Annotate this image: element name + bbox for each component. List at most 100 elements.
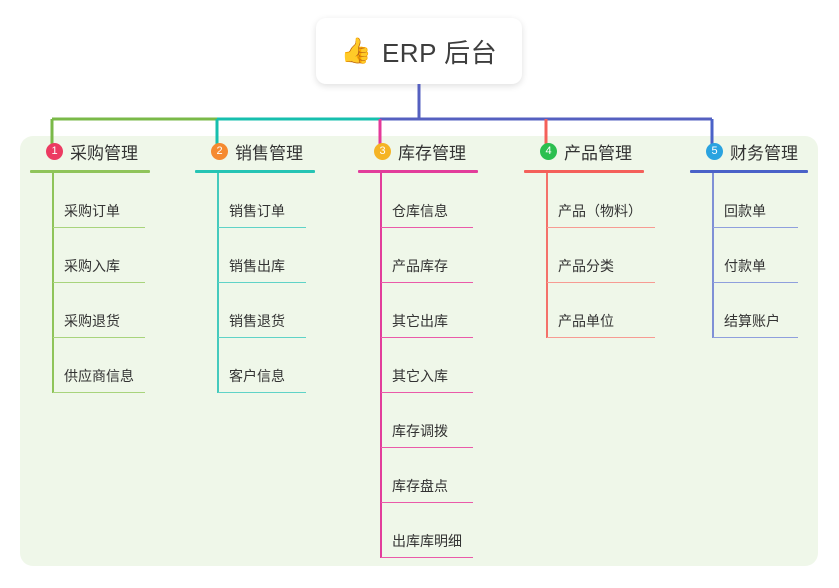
leaf-connector-stem <box>52 338 54 393</box>
leaf-item-label: 采购订单 <box>64 203 120 219</box>
branch-title-2: 销售管理 <box>235 143 303 163</box>
leaf-item[interactable]: 付款单 <box>690 228 820 283</box>
leaf-item-label: 产品分类 <box>558 258 614 274</box>
leaf-connector-stem <box>52 228 54 283</box>
leaf-item-label: 产品单位 <box>558 313 614 329</box>
leaf-item-label: 采购入库 <box>64 258 120 274</box>
leaf-item-underline <box>547 336 655 338</box>
leaf-item[interactable]: 销售出库 <box>195 228 360 283</box>
leaf-item[interactable]: 采购入库 <box>30 228 195 283</box>
branch-underline-2 <box>195 170 315 173</box>
leaf-item-underline <box>713 336 798 338</box>
leaf-connector-stem <box>546 228 548 283</box>
leaf-item-underline <box>547 226 655 228</box>
leaf-item-label: 付款单 <box>724 258 766 274</box>
leaf-connector-stem <box>52 283 54 338</box>
leaf-item-label: 回款单 <box>724 203 766 219</box>
leaf-item[interactable]: 其它入库 <box>358 338 523 393</box>
leaf-item[interactable]: 其它出库 <box>358 283 523 338</box>
leaf-item-underline <box>381 226 473 228</box>
leaf-item[interactable]: 产品库存 <box>358 228 523 283</box>
leaf-item-underline <box>713 226 798 228</box>
branch-title-3: 库存管理 <box>398 143 466 163</box>
leaf-item-label: 其它入库 <box>392 368 448 384</box>
branch-items-2: 销售订单销售出库销售退货客户信息 <box>195 173 360 393</box>
leaf-item-label: 客户信息 <box>229 368 285 384</box>
leaf-connector-stem <box>217 283 219 338</box>
thumbs-up-icon: 👍 <box>340 36 372 65</box>
branch-title-5: 财务管理 <box>730 143 798 163</box>
branch-column-5: 5 财务管理回款单付款单结算账户 <box>690 136 820 338</box>
leaf-connector-stem <box>217 228 219 283</box>
leaf-item[interactable]: 采购退货 <box>30 283 195 338</box>
branch-items-4: 产品（物料） 产品分类产品单位 <box>524 173 689 338</box>
branch-title-4: 产品管理 <box>564 143 632 163</box>
leaf-connector-stem <box>380 503 382 558</box>
leaf-item-underline <box>218 226 306 228</box>
leaf-item[interactable]: 采购订单 <box>30 173 195 228</box>
leaf-item-underline <box>381 391 473 393</box>
leaf-item[interactable]: 产品单位 <box>524 283 689 338</box>
leaf-item-label: 结算账户 <box>724 313 780 329</box>
branch-underline-1 <box>30 170 150 173</box>
leaf-item[interactable]: 客户信息 <box>195 338 360 393</box>
leaf-item-underline <box>381 556 473 558</box>
leaf-item-label: 销售订单 <box>229 203 285 219</box>
leaf-item[interactable]: 销售订单 <box>195 173 360 228</box>
leaf-item-label: 供应商信息 <box>64 368 134 384</box>
branch-header-3[interactable]: 3 库存管理 <box>358 136 523 166</box>
branch-badge-5: 5 <box>706 142 723 160</box>
branch-items-5: 回款单付款单结算账户 <box>690 173 820 338</box>
leaf-item-underline <box>53 336 145 338</box>
leaf-item[interactable]: 库存盘点 <box>358 448 523 503</box>
leaf-item-underline <box>218 336 306 338</box>
leaf-connector-stem <box>217 338 219 393</box>
branch-underline-5 <box>690 170 808 173</box>
branch-title-1: 采购管理 <box>70 143 138 163</box>
leaf-item[interactable]: 出库库明细 <box>358 503 523 558</box>
branch-underline-4 <box>524 170 644 173</box>
leaf-item[interactable]: 库存调拨 <box>358 393 523 448</box>
branch-column-2: 2 销售管理销售订单销售出库销售退货客户信息 <box>195 136 360 393</box>
branch-items-1: 采购订单采购入库采购退货供应商信息 <box>30 173 195 393</box>
leaf-item-label: 库存盘点 <box>392 478 448 494</box>
leaf-item[interactable]: 结算账户 <box>690 283 820 338</box>
leaf-item[interactable]: 回款单 <box>690 173 820 228</box>
root-node-erp-backend[interactable]: 👍 ERP 后台 <box>316 18 522 84</box>
branch-header-5[interactable]: 5 财务管理 <box>690 136 820 166</box>
leaf-connector-stem <box>380 228 382 283</box>
leaf-item-underline <box>381 446 473 448</box>
leaf-item-underline <box>713 281 798 283</box>
leaf-item-underline <box>218 391 306 393</box>
leaf-connector-stem <box>546 173 548 228</box>
leaf-item-underline <box>381 501 473 503</box>
leaf-connector-stem <box>712 228 714 283</box>
leaf-item[interactable]: 销售退货 <box>195 283 360 338</box>
leaf-item-underline <box>53 281 145 283</box>
leaf-item-label: 产品（物料） <box>558 203 642 219</box>
leaf-item-label: 出库库明细 <box>392 533 462 549</box>
branch-badge-3: 3 <box>374 142 391 160</box>
branch-header-2[interactable]: 2 销售管理 <box>195 136 360 166</box>
leaf-item-underline <box>53 391 145 393</box>
leaf-item-underline <box>381 281 473 283</box>
leaf-item[interactable]: 仓库信息 <box>358 173 523 228</box>
leaf-item[interactable]: 供应商信息 <box>30 338 195 393</box>
branch-badge-2: 2 <box>211 142 228 160</box>
branch-items-3: 仓库信息产品库存其它出库其它入库库存调拨库存盘点出库库明细 <box>358 173 523 558</box>
branch-underline-3 <box>358 170 478 173</box>
leaf-connector-stem <box>380 173 382 228</box>
leaf-connector-stem <box>380 448 382 503</box>
leaf-item[interactable]: 产品（物料） <box>524 173 689 228</box>
branch-column-3: 3 库存管理仓库信息产品库存其它出库其它入库库存调拨库存盘点出库库明细 <box>358 136 523 558</box>
leaf-item-label: 产品库存 <box>392 258 448 274</box>
leaf-connector-stem <box>380 283 382 338</box>
leaf-item[interactable]: 产品分类 <box>524 228 689 283</box>
leaf-connector-stem <box>380 338 382 393</box>
leaf-item-underline <box>381 336 473 338</box>
